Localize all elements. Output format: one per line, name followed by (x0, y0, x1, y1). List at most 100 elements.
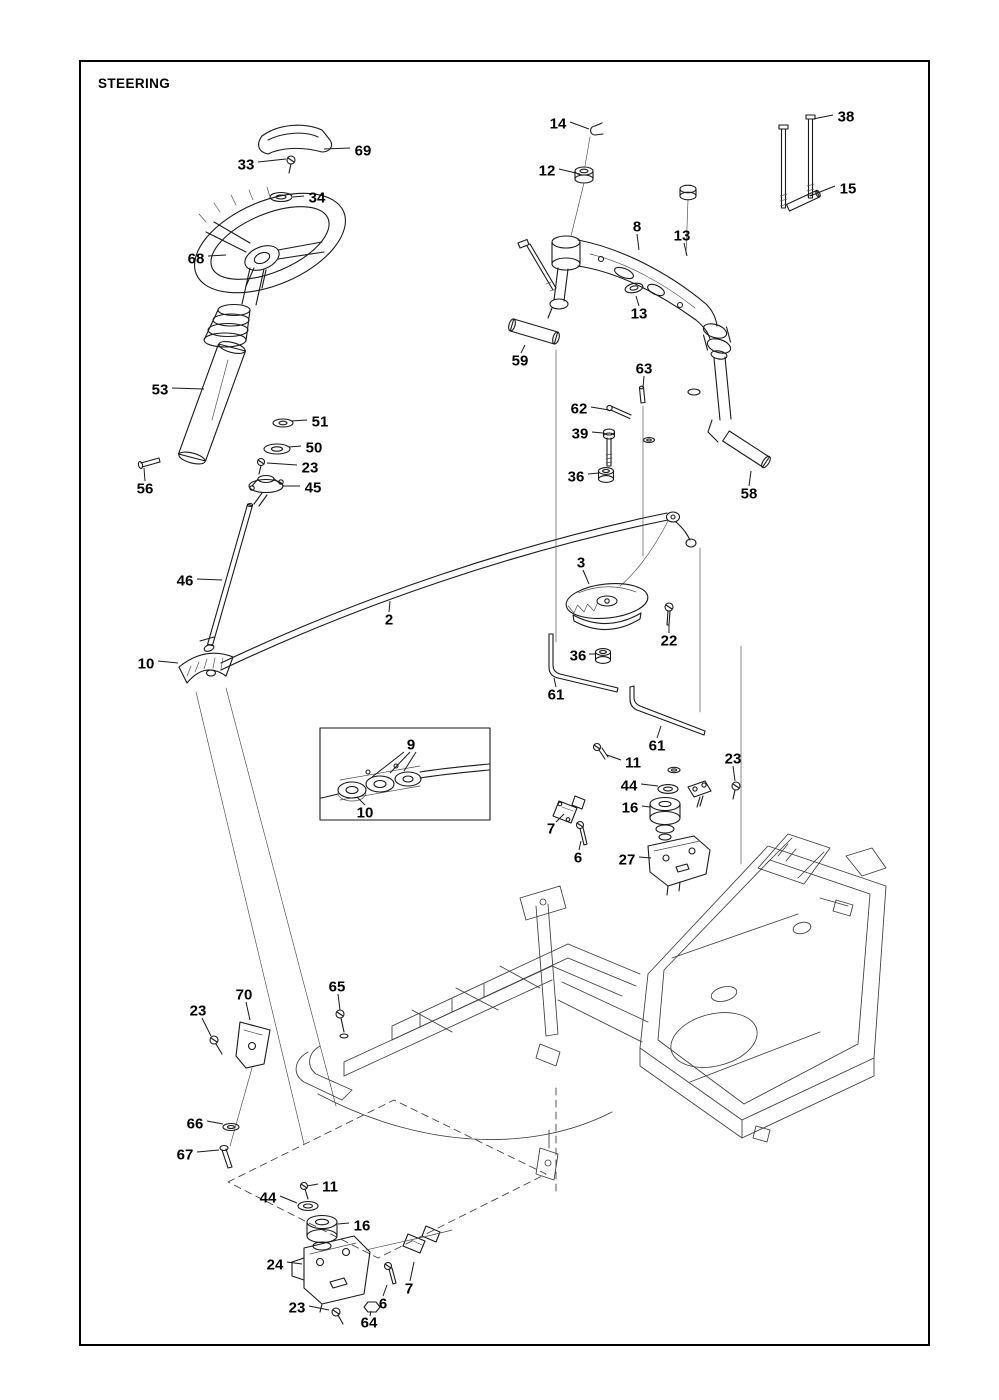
part-label-27: 27 (619, 852, 636, 869)
leader-line-3 (582, 569, 590, 585)
leader-line-66 (206, 1120, 224, 1125)
leader-line-9 (389, 751, 411, 774)
part-label-10: 10 (138, 656, 155, 673)
leader-line-10 (356, 796, 366, 806)
part-label-24: 24 (267, 1257, 284, 1274)
leader-line-7 (409, 1261, 415, 1282)
right-spindle (687, 350, 771, 469)
part-label-16: 16 (622, 800, 639, 817)
axle-beam (551, 235, 732, 354)
part-label-36: 36 (568, 469, 585, 486)
leader-line-16 (641, 805, 651, 808)
part-label-51: 51 (312, 414, 329, 431)
part-label-50: 50 (306, 440, 323, 457)
idler-hardware-middle (552, 742, 741, 896)
leader-line-11 (306, 1183, 319, 1187)
part-label-64: 64 (361, 1315, 378, 1332)
part-label-38: 38 (838, 109, 855, 126)
bottom-idler-assembly (209, 1009, 453, 1325)
page-title: STEERING (98, 76, 170, 91)
leader-line-56 (143, 467, 146, 482)
leader-line-59 (520, 344, 526, 354)
part-label-23: 23 (190, 1003, 207, 1020)
leader-line-36 (587, 472, 600, 475)
part-label-16: 16 (354, 1218, 371, 1235)
leader-line-9 (403, 751, 417, 772)
steering-plate (565, 583, 674, 664)
part-label-6: 6 (574, 850, 582, 867)
leader-line-6 (578, 840, 582, 851)
leader-line-13 (683, 242, 688, 257)
leader-line-34 (292, 195, 305, 198)
part-label-23: 23 (302, 460, 319, 477)
left-spindle (508, 267, 569, 345)
part-label-66: 66 (187, 1116, 204, 1133)
steering-cables (220, 511, 697, 671)
leader-line-53 (171, 387, 205, 390)
kingpin-hardware (517, 122, 697, 292)
part-label-6: 6 (379, 1296, 387, 1313)
part-label-7: 7 (405, 1281, 413, 1298)
leader-line-12 (558, 168, 581, 175)
part-label-15: 15 (840, 181, 857, 198)
leader-line-33 (257, 158, 287, 163)
leader-line-6 (382, 1284, 388, 1297)
leader-line-50 (288, 445, 302, 448)
leader-line-61 (656, 725, 662, 739)
part-label-23: 23 (725, 751, 742, 768)
steering-sector (178, 652, 234, 684)
leader-line-70 (245, 1001, 251, 1021)
leader-line-9 (371, 751, 405, 778)
steering-wheel (194, 186, 346, 294)
part-label-7: 7 (547, 821, 555, 838)
cable-detail-inset (319, 727, 491, 821)
leader-line-13 (635, 295, 640, 307)
chassis-frame (295, 833, 887, 1181)
part-label-22: 22 (661, 633, 678, 650)
leader-line-11 (606, 754, 622, 761)
part-label-61: 61 (548, 687, 565, 704)
construction-lines (195, 349, 742, 1259)
part-label-62: 62 (571, 401, 588, 418)
part-label-9: 9 (407, 737, 415, 754)
leader-line-64 (369, 1310, 372, 1317)
leader-line-62 (590, 406, 610, 411)
leader-line-58 (748, 470, 752, 487)
leader-line-14 (569, 121, 590, 130)
leader-line-51 (290, 419, 308, 422)
leader-line-23 (201, 1017, 212, 1037)
leader-line-65 (337, 993, 341, 1011)
leader-line-46 (196, 578, 223, 581)
part-label-2: 2 (385, 612, 393, 629)
part-label-44: 44 (260, 1190, 277, 1207)
leader-line-23 (732, 765, 736, 782)
part-label-44: 44 (621, 778, 638, 795)
leader-line-16 (337, 1222, 350, 1225)
leader-line-61 (553, 677, 557, 688)
part-label-68: 68 (188, 251, 205, 268)
part-label-53: 53 (152, 382, 169, 399)
part-label-12: 12 (539, 163, 556, 180)
leader-line-24 (286, 1261, 303, 1265)
part-label-61: 61 (649, 738, 666, 755)
part-label-69: 69 (355, 143, 372, 160)
lower-steering-shaft (199, 492, 268, 652)
part-label-65: 65 (329, 979, 346, 996)
leader-line-39 (591, 431, 604, 434)
leader-line-15 (809, 185, 836, 197)
part-label-59: 59 (512, 353, 529, 370)
part-label-63: 63 (636, 361, 653, 378)
leader-line-44 (640, 783, 659, 787)
page-border (79, 60, 930, 1346)
mounting-bolts-top-right (778, 114, 821, 212)
part-label-11: 11 (625, 755, 641, 772)
steering-column (137, 267, 265, 469)
leader-line-23 (266, 462, 298, 466)
leader-line-7 (555, 813, 565, 823)
part-label-13: 13 (631, 306, 648, 323)
leader-line-44 (279, 1195, 298, 1204)
part-label-58: 58 (741, 486, 758, 503)
part-label-10: 10 (357, 805, 374, 822)
